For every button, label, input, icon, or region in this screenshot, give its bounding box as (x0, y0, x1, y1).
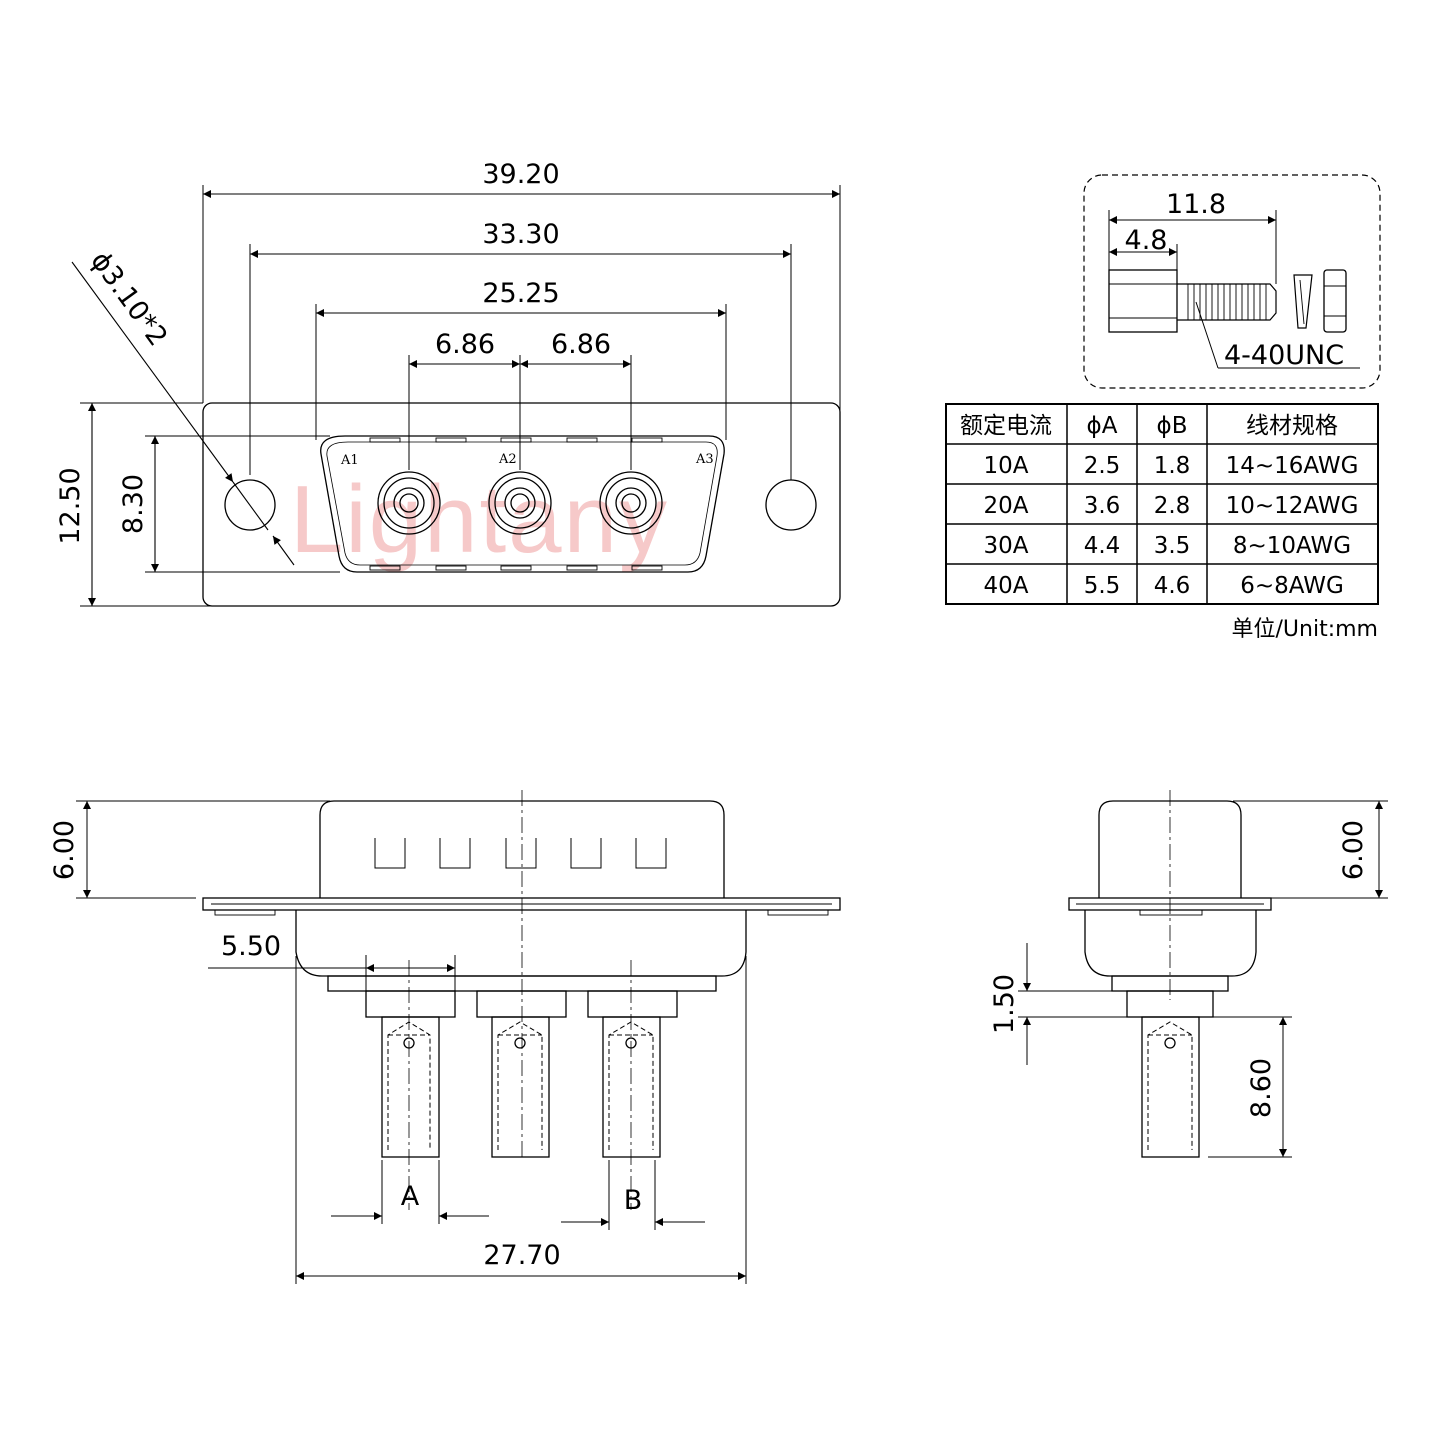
side-rear-body (1084, 910, 1257, 977)
table-header-phi-a: ϕA (1087, 413, 1118, 439)
contact-label-a3: A3 (695, 452, 714, 467)
table-cell: 30A (983, 533, 1028, 559)
contact-label-a1: A1 (340, 453, 359, 468)
table-cell: 4.4 (1084, 533, 1121, 559)
table-cell: 3.6 (1084, 493, 1121, 519)
flange (202, 897, 841, 911)
pin-a-label: A (401, 1181, 420, 1212)
contact-label-a2: A2 (498, 452, 517, 467)
side-view-labels: 6.00 1.50 8.60 (989, 820, 1369, 1118)
shell-depth-label: 6.00 (49, 820, 80, 880)
contact-a1 (377, 471, 441, 535)
shell-slots (374, 838, 667, 869)
pitch-1-label: 6.86 (435, 329, 495, 360)
overall-width-bottom-label: 27.70 (483, 1240, 560, 1271)
pitch-label: 5.50 (221, 931, 281, 962)
side-view (1018, 790, 1388, 1158)
table-header-current: 额定电流 (960, 413, 1052, 439)
bottom-view-labels: 6.00 5.50 A B 27.70 (49, 820, 642, 1271)
table-header-phi-b: ϕB (1157, 413, 1188, 439)
hex-nut (1323, 269, 1347, 333)
hex-body (1108, 269, 1178, 333)
detail-frame (1083, 174, 1381, 389)
pitch-2-label: 6.86 (551, 329, 611, 360)
contact-a3 (599, 471, 663, 535)
unit-note: 单位/Unit:mm (1232, 617, 1378, 642)
hole-diameter-label: ϕ3.10*2 (84, 246, 173, 352)
contact-a2 (488, 471, 552, 535)
spec-table: 额定电流 ϕA ϕB 线材规格 10A 2.5 1.8 14~16AWG 20A… (945, 403, 1379, 642)
mount-hole-right (765, 479, 817, 531)
table-cell: 2.8 (1154, 493, 1191, 519)
pin-2 (491, 1016, 550, 1158)
thread-spec-label: 4-40UNC (1224, 340, 1344, 371)
threaded-stud (1177, 283, 1277, 321)
standoff-label: 1.50 (989, 974, 1020, 1034)
side-pin (1141, 1016, 1200, 1158)
shell-width-label: 25.25 (482, 278, 559, 309)
pin-3 (602, 1016, 661, 1158)
side-shell-depth-label: 6.00 (1338, 820, 1369, 880)
table-cell: 10~12AWG (1226, 493, 1359, 519)
mount-hole-left (224, 479, 276, 531)
screw-length-label: 11.8 (1166, 189, 1226, 220)
flange-outline (202, 402, 841, 607)
hex-length-label: 4.8 (1125, 225, 1168, 256)
lock-washer (1293, 274, 1313, 329)
flange-height-label: 12.50 (55, 467, 86, 544)
bottom-view (76, 790, 841, 1284)
shell-inner-outline (326, 441, 718, 566)
table-cell: 14~16AWG (1226, 453, 1359, 479)
table-header-wire-spec: 线材规格 (1246, 413, 1338, 439)
table-cell: 10A (983, 453, 1028, 479)
shell-height-label: 8.30 (118, 474, 149, 534)
screw-detail (1083, 174, 1381, 389)
table-cell: 1.8 (1154, 453, 1191, 479)
table-cell: 6~8AWG (1240, 573, 1344, 599)
pin-length-label: 8.60 (1246, 1058, 1277, 1118)
hole-spacing-label: 33.30 (482, 219, 559, 250)
front-view (71, 185, 841, 607)
table-cell: 20A (983, 493, 1028, 519)
pin-b-label: B (624, 1185, 643, 1216)
screw-detail-labels: 11.8 4.8 4-40UNC (1125, 189, 1345, 371)
table-cell: 2.5 (1084, 453, 1121, 479)
overall-width-label: 39.20 (482, 159, 559, 190)
table-cell: 3.5 (1154, 533, 1191, 559)
shell-outline (320, 435, 725, 573)
table-cell: 4.6 (1154, 573, 1191, 599)
rear-body (295, 910, 747, 977)
table-cell: 40A (983, 573, 1028, 599)
table-cell: 5.5 (1084, 573, 1121, 599)
table-cell: 8~10AWG (1233, 533, 1351, 559)
pin-1 (381, 1016, 440, 1158)
